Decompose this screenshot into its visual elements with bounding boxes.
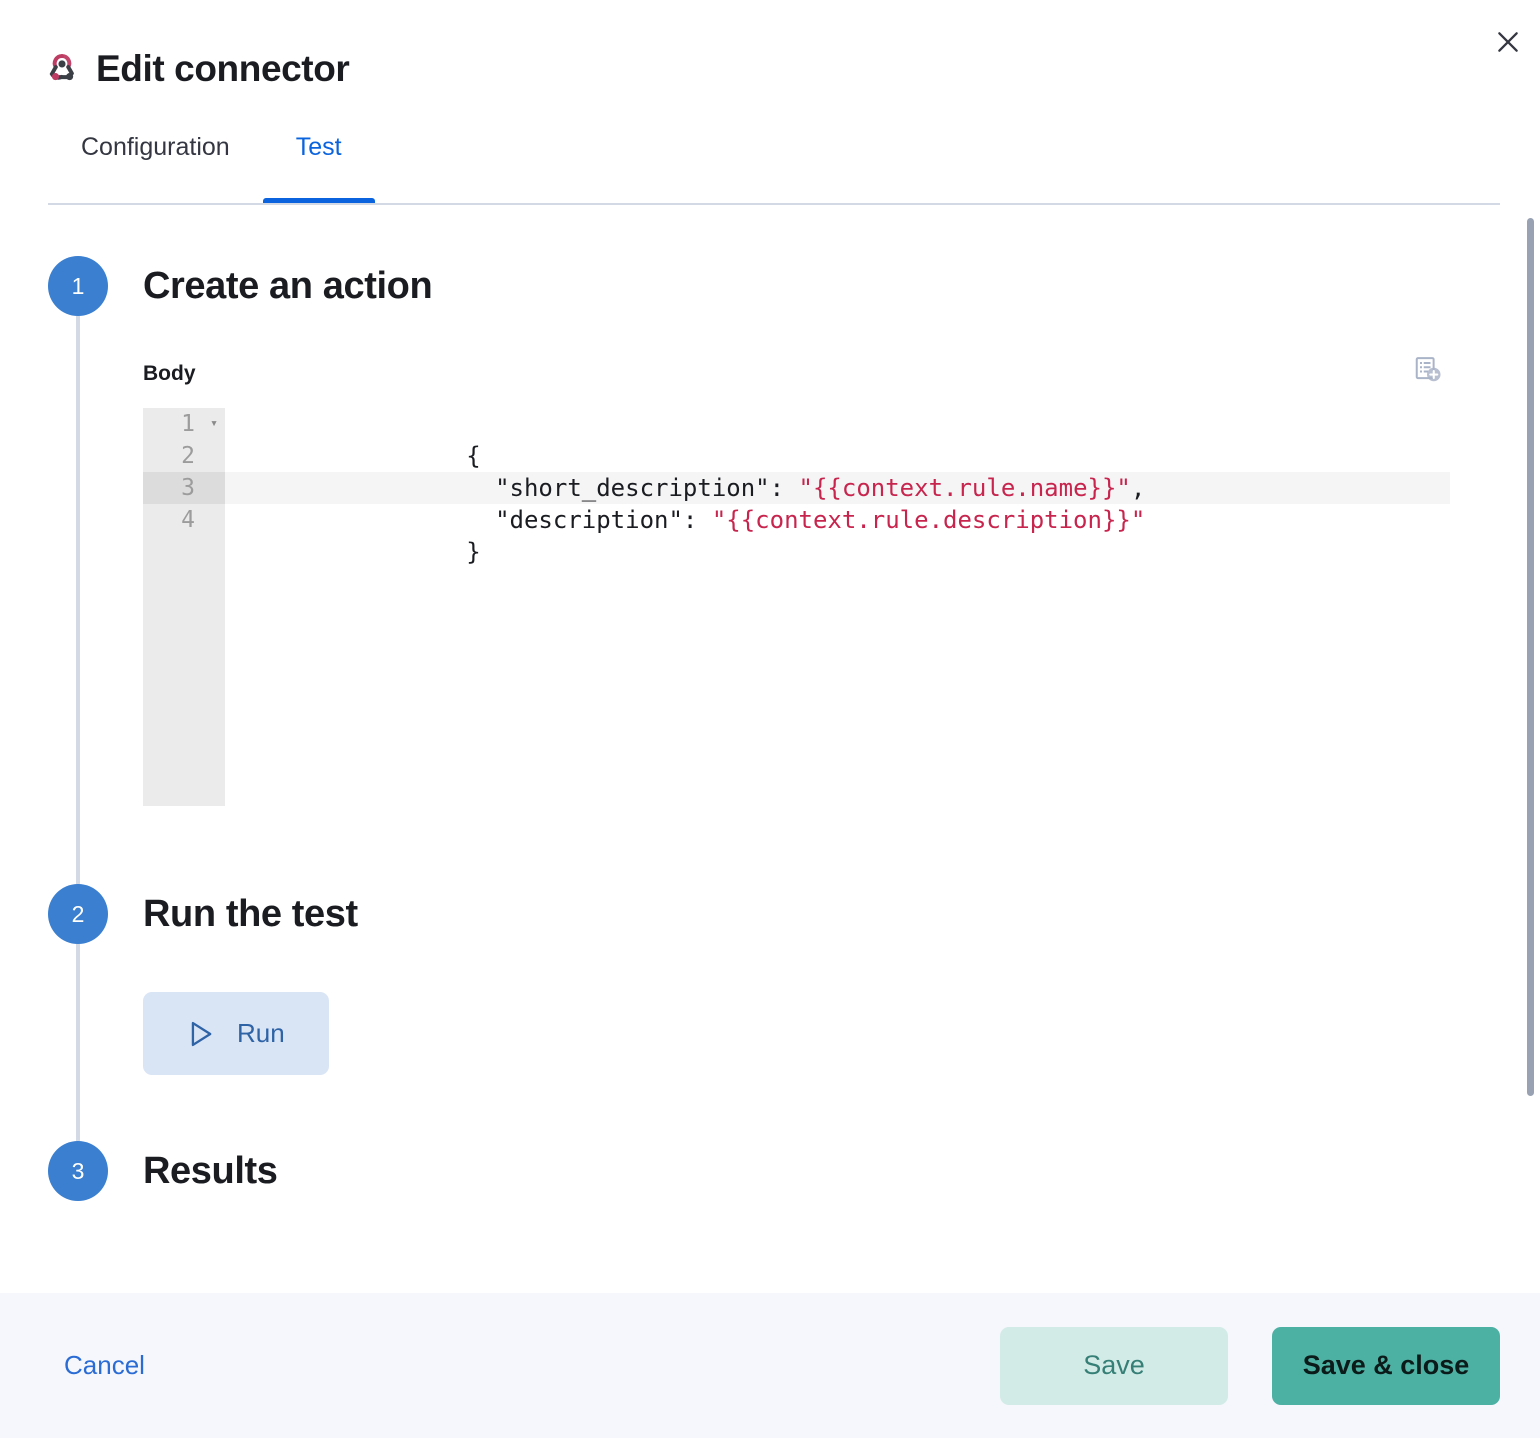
code-token: "{{context.rule.description}}" [711, 506, 1146, 534]
save-and-close-button[interactable]: Save & close [1272, 1326, 1500, 1405]
tab-bar: Configuration Test [48, 125, 1540, 207]
flyout-footer: Cancel Save Save & close [0, 1293, 1540, 1438]
run-button-label: Run [237, 1018, 285, 1048]
title-row: Edit connector [44, 48, 350, 89]
code-token: "description": [466, 506, 712, 534]
code-token: , [1130, 474, 1146, 502]
gutter-line-number: 1 [181, 411, 195, 437]
tab-configuration[interactable]: Configuration [48, 125, 263, 203]
body-editor-block: Body [143, 357, 1540, 806]
gutter-line-4[interactable]: 4 [181, 507, 195, 533]
step-connector-line-2 [76, 944, 80, 1158]
step-list: 1 Create an action Body [0, 208, 1540, 1201]
webhook-icon [44, 51, 80, 87]
page-title: Edit connector [96, 48, 350, 89]
vertical-scrollbar[interactable] [1527, 218, 1534, 1096]
code-token: "{{context.rule.name}}" [798, 474, 1131, 502]
step-badge-2: 2 [48, 884, 108, 944]
tab-divider [48, 203, 1500, 205]
step-title-2: Run the test [143, 893, 358, 935]
tab-test[interactable]: Test [262, 125, 375, 203]
code-line-1[interactable]: { [225, 408, 1450, 470]
gutter-line-3[interactable]: 3 [143, 472, 225, 504]
body-code-editor[interactable]: 1 ▾ 2 3 4 { "short_de [143, 408, 1450, 806]
body-label: Body [143, 362, 196, 385]
code-token: "short_description": [466, 474, 799, 502]
code-token: { [466, 442, 481, 470]
step-title-3: Results [143, 1150, 278, 1192]
editor-gutter: 1 ▾ 2 3 4 [143, 408, 225, 806]
editor-code-lines[interactable]: { "short_description": "{{context.rule.n… [225, 408, 1450, 806]
step-title-1: Create an action [143, 265, 433, 307]
run-button[interactable]: Run [143, 992, 329, 1075]
flyout-header: Edit connector Configuration Test [0, 0, 1540, 208]
step-create-an-action: 1 Create an action Body [0, 256, 1540, 932]
gutter-line-1[interactable]: 1 ▾ [143, 408, 225, 440]
add-variable-icon[interactable] [1406, 348, 1450, 392]
step-badge-3: 3 [48, 1141, 108, 1201]
cancel-button[interactable]: Cancel [60, 1340, 149, 1391]
flyout-content: 1 Create an action Body [0, 208, 1540, 1352]
save-button[interactable]: Save [1000, 1326, 1228, 1405]
chevron-down-icon[interactable]: ▾ [210, 416, 218, 431]
step-connector-line-1 [76, 316, 80, 932]
step-run-the-test: 2 Run the test Run [0, 884, 1540, 1158]
gutter-line-2[interactable]: 2 [181, 443, 195, 469]
code-line-2[interactable]: "short_description": "{{context.rule.nam… [225, 440, 1450, 502]
close-icon[interactable] [1484, 18, 1532, 66]
run-button-wrap: Run [143, 992, 1540, 1075]
step-badge-1: 1 [48, 256, 108, 316]
code-line-4[interactable]: } [225, 504, 1450, 566]
play-icon [187, 1019, 215, 1049]
code-token: } [466, 538, 481, 566]
code-line-3[interactable]: "description": "{{context.rule.descripti… [225, 472, 1450, 534]
step-results: 3 Results [0, 1141, 1540, 1201]
